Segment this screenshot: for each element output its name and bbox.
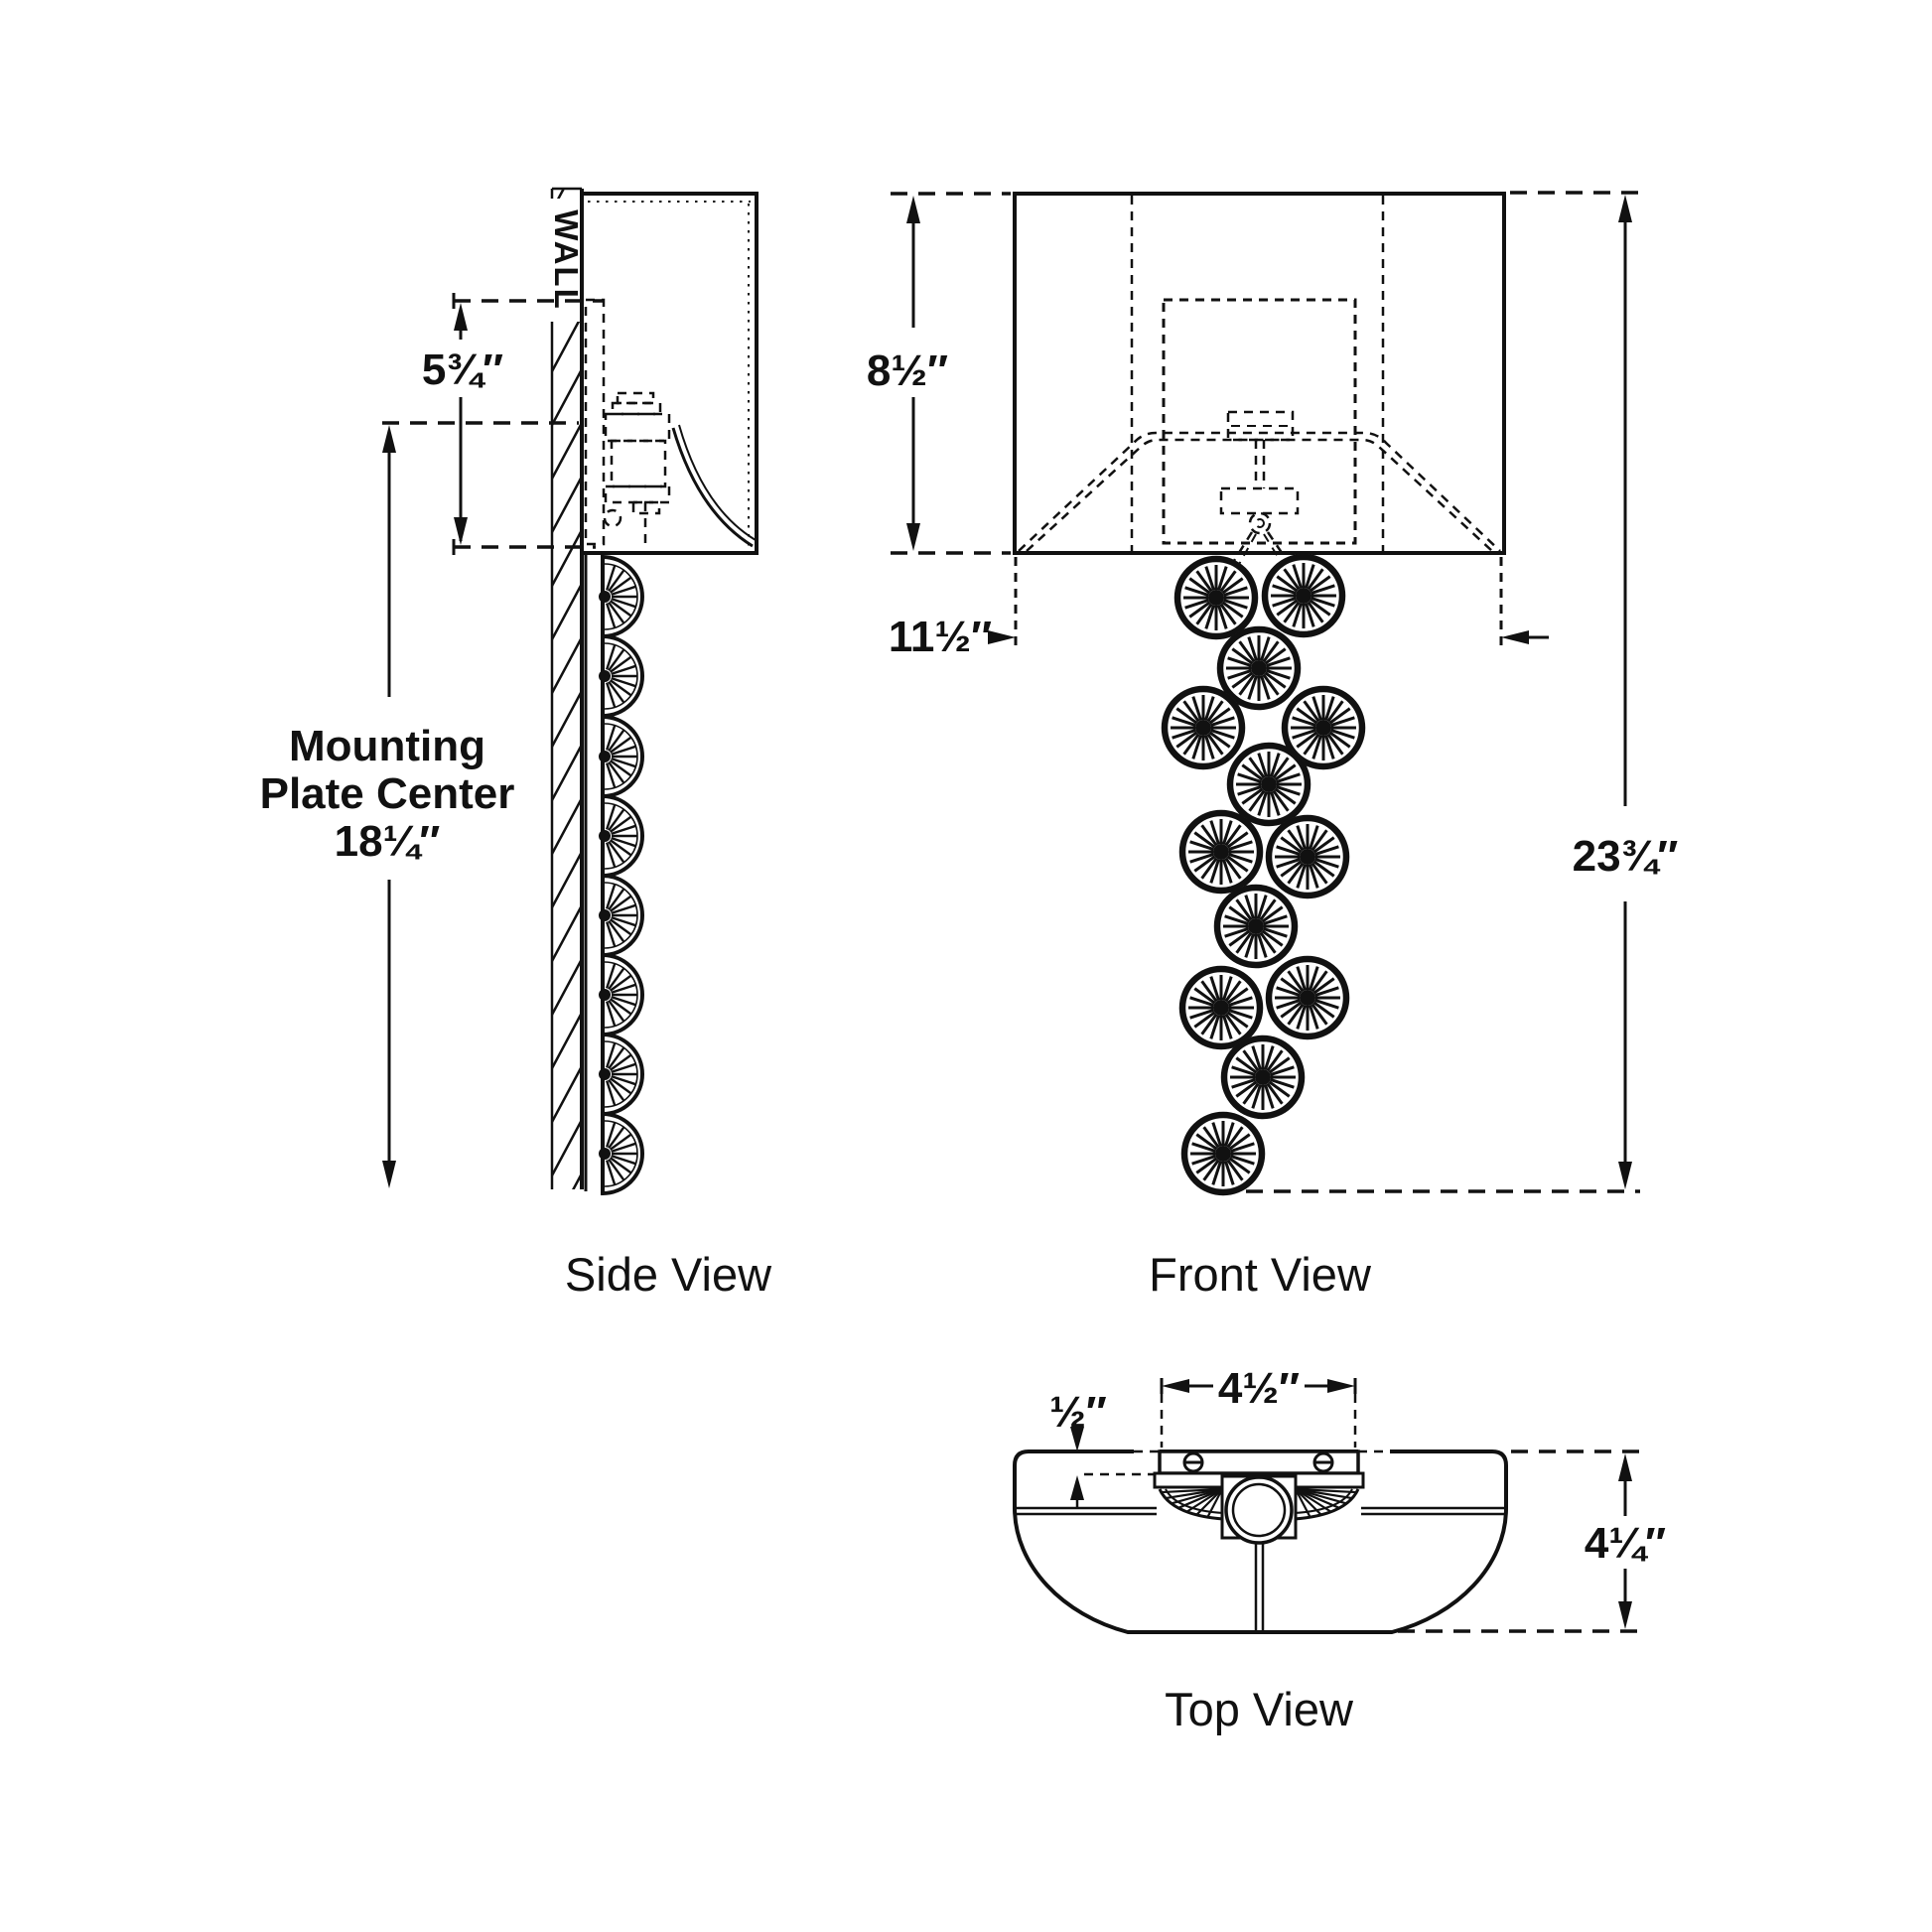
- top-view: ½″ 4½″ 4¼″ Top View: [1013, 1364, 1666, 1735]
- top-shade-outline: [1013, 1449, 1508, 1634]
- dim-depth: 4¼″: [1398, 1449, 1666, 1633]
- dim-socket-offset-label: 5¾″: [422, 345, 503, 394]
- front-shade-cone-inner: [1026, 438, 1493, 552]
- crystal-flower-icon: [1216, 625, 1302, 711]
- dim-overall-height: 23¾″: [1246, 191, 1679, 1193]
- crystal-flower-icon: [1220, 1035, 1306, 1120]
- side-shade-sweep-outer: [671, 427, 754, 548]
- side-shade: [580, 192, 759, 555]
- front-crystal-cluster: [1161, 553, 1366, 1196]
- dim-socket-offset: 5¾″: [422, 303, 503, 545]
- dim-mounting-label-1: Mounting: [289, 722, 485, 770]
- crystal-flower-icon: [1178, 965, 1264, 1050]
- side-crystal-flowers: [599, 554, 644, 1196]
- crystal-flower-icon: [1173, 555, 1259, 640]
- crystal-flower-icon: [1213, 884, 1299, 969]
- wall-section: WALL: [546, 187, 588, 1189]
- side-socket: [603, 391, 671, 545]
- crystal-flower-icon: [1265, 955, 1350, 1040]
- wall-label-backing: [546, 199, 588, 322]
- dim-mounting-plate-center: Mounting Plate Center 18¼″: [260, 425, 515, 1188]
- top-socket-outer: [1224, 1475, 1294, 1545]
- crystal-flower-icon: [1261, 553, 1346, 638]
- dim-shade-height-label: 8½″: [867, 346, 948, 395]
- front-view: 8½″ 11½″ 23¾″ Front View: [867, 191, 1679, 1301]
- side-view: WALL: [260, 187, 772, 1301]
- top-socket-inner: [1231, 1482, 1287, 1538]
- dim-shade-width: 11½″: [889, 557, 1549, 661]
- wall-label: WALL: [548, 209, 585, 310]
- front-view-label: Front View: [1149, 1248, 1372, 1301]
- side-crystal-chain: [584, 553, 644, 1196]
- crystal-flower-icon: [1265, 814, 1350, 899]
- front-shade-cone-outer: [1018, 431, 1501, 552]
- side-shade-sweep-inner: [678, 424, 757, 541]
- dim-shade-width-label: 11½″: [889, 613, 992, 661]
- crystal-flower-icon: [1180, 1111, 1266, 1196]
- top-crystal-fans: [1158, 1487, 1360, 1521]
- crystal-flower-icon: [1161, 685, 1246, 770]
- edge-gap-left: [1134, 1446, 1160, 1455]
- dim-plate-width: 4½″: [1160, 1364, 1357, 1448]
- crystal-flower-icon: [1226, 742, 1311, 827]
- dim-shade-height: 8½″: [867, 192, 1011, 555]
- dim-depth-label: 4¼″: [1585, 1519, 1666, 1568]
- front-socket: [1219, 410, 1300, 573]
- side-view-label: Side View: [565, 1248, 772, 1301]
- wall-hatch: [552, 189, 582, 1189]
- dim-mounting-label-3: 18¼″: [335, 817, 441, 866]
- side-backplate: [584, 298, 606, 546]
- front-backplate-hidden: [1162, 298, 1357, 545]
- dim-plate-width-label: 4½″: [1218, 1364, 1300, 1413]
- top-view-label: Top View: [1165, 1683, 1354, 1735]
- front-shade-outline: [1013, 192, 1506, 555]
- dim-backplate-offset: ½″: [1049, 1388, 1154, 1509]
- crystal-flower-icon: [1281, 685, 1366, 770]
- dim-mounting-label-2: Plate Center: [260, 769, 515, 818]
- crystal-flower-icon: [1178, 809, 1264, 895]
- dim-overall-height-label: 23¾″: [1573, 832, 1679, 881]
- top-fan-rays: [1161, 1487, 1357, 1518]
